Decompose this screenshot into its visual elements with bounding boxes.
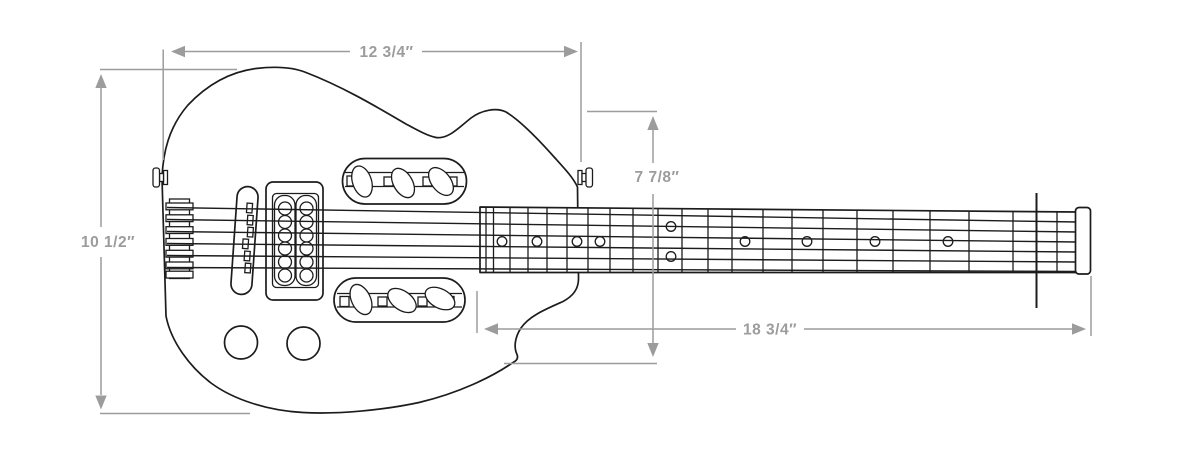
dimension-lower-bout: 7 7/8″ xyxy=(504,110,680,365)
humbucker-pickup xyxy=(265,181,324,301)
anchor-bar-2 xyxy=(165,214,194,223)
arrowhead-up xyxy=(647,116,659,130)
arrowhead-down xyxy=(95,395,107,410)
bridge-saddle-1 xyxy=(245,202,254,214)
strings xyxy=(166,206,1078,273)
fret-lines xyxy=(485,207,1058,273)
dimension-neck-length: 18 3/4″ xyxy=(476,276,1092,339)
tone-knob xyxy=(286,326,321,361)
anchor-bar-3 xyxy=(165,226,194,235)
arrowhead-left xyxy=(171,45,185,58)
dimension-label-body-height: 10 1/2″ xyxy=(81,234,135,251)
lower-tuner-knob-1 xyxy=(349,283,373,316)
lower-tuner-post-1 xyxy=(339,295,350,308)
arrowhead-down xyxy=(647,343,659,357)
guitar-body-outline xyxy=(161,66,580,414)
guitar-drawing xyxy=(152,66,1092,414)
anchor-bar-6 xyxy=(165,261,194,270)
arrowhead-left xyxy=(484,323,498,335)
dimension-body-length: 12 3/4″ xyxy=(162,42,582,162)
volume-knob xyxy=(223,325,259,360)
strap-button-right-cap xyxy=(585,167,594,188)
strap-button-right xyxy=(577,167,594,188)
dimension-label-body-length: 12 3/4″ xyxy=(359,44,413,61)
dimension-body-height: 10 1/2″ xyxy=(81,68,250,415)
upper-tuner-knob-2 xyxy=(390,167,416,199)
anchor-bar-1 xyxy=(165,202,194,211)
lower-tuner-knob-2 xyxy=(387,287,417,314)
upper-tuner-knob-1 xyxy=(351,165,373,198)
upper-tuner-knob-3 xyxy=(427,166,455,197)
lower-tuner-post-3 xyxy=(417,296,428,307)
lower-tuner-cutout xyxy=(333,277,466,323)
anchor-bar-7 xyxy=(165,270,194,279)
headpiece xyxy=(1074,206,1092,275)
string-anchor-block xyxy=(165,198,194,280)
anchor-bar-5 xyxy=(165,249,194,258)
dimension-label-neck-length: 18 3/4″ xyxy=(743,322,797,339)
anchor-bar-4 xyxy=(165,237,194,246)
twelfth-fret-marker-bottom xyxy=(665,251,677,262)
strap-button-left-cap xyxy=(152,167,161,188)
arrowhead-right xyxy=(1072,323,1086,335)
strap-button-left xyxy=(152,167,169,188)
fretboard xyxy=(479,206,1078,274)
lower-tuner-knob-3 xyxy=(424,286,456,311)
arrowhead-up xyxy=(95,74,107,88)
dimension-label-lower-bout: 7 7/8″ xyxy=(635,169,680,186)
pickup-pole-pieces xyxy=(277,201,314,283)
arrowhead-right xyxy=(564,45,578,58)
upper-tuner-cutout xyxy=(341,157,468,205)
lower-tuner-post-2 xyxy=(377,296,388,307)
